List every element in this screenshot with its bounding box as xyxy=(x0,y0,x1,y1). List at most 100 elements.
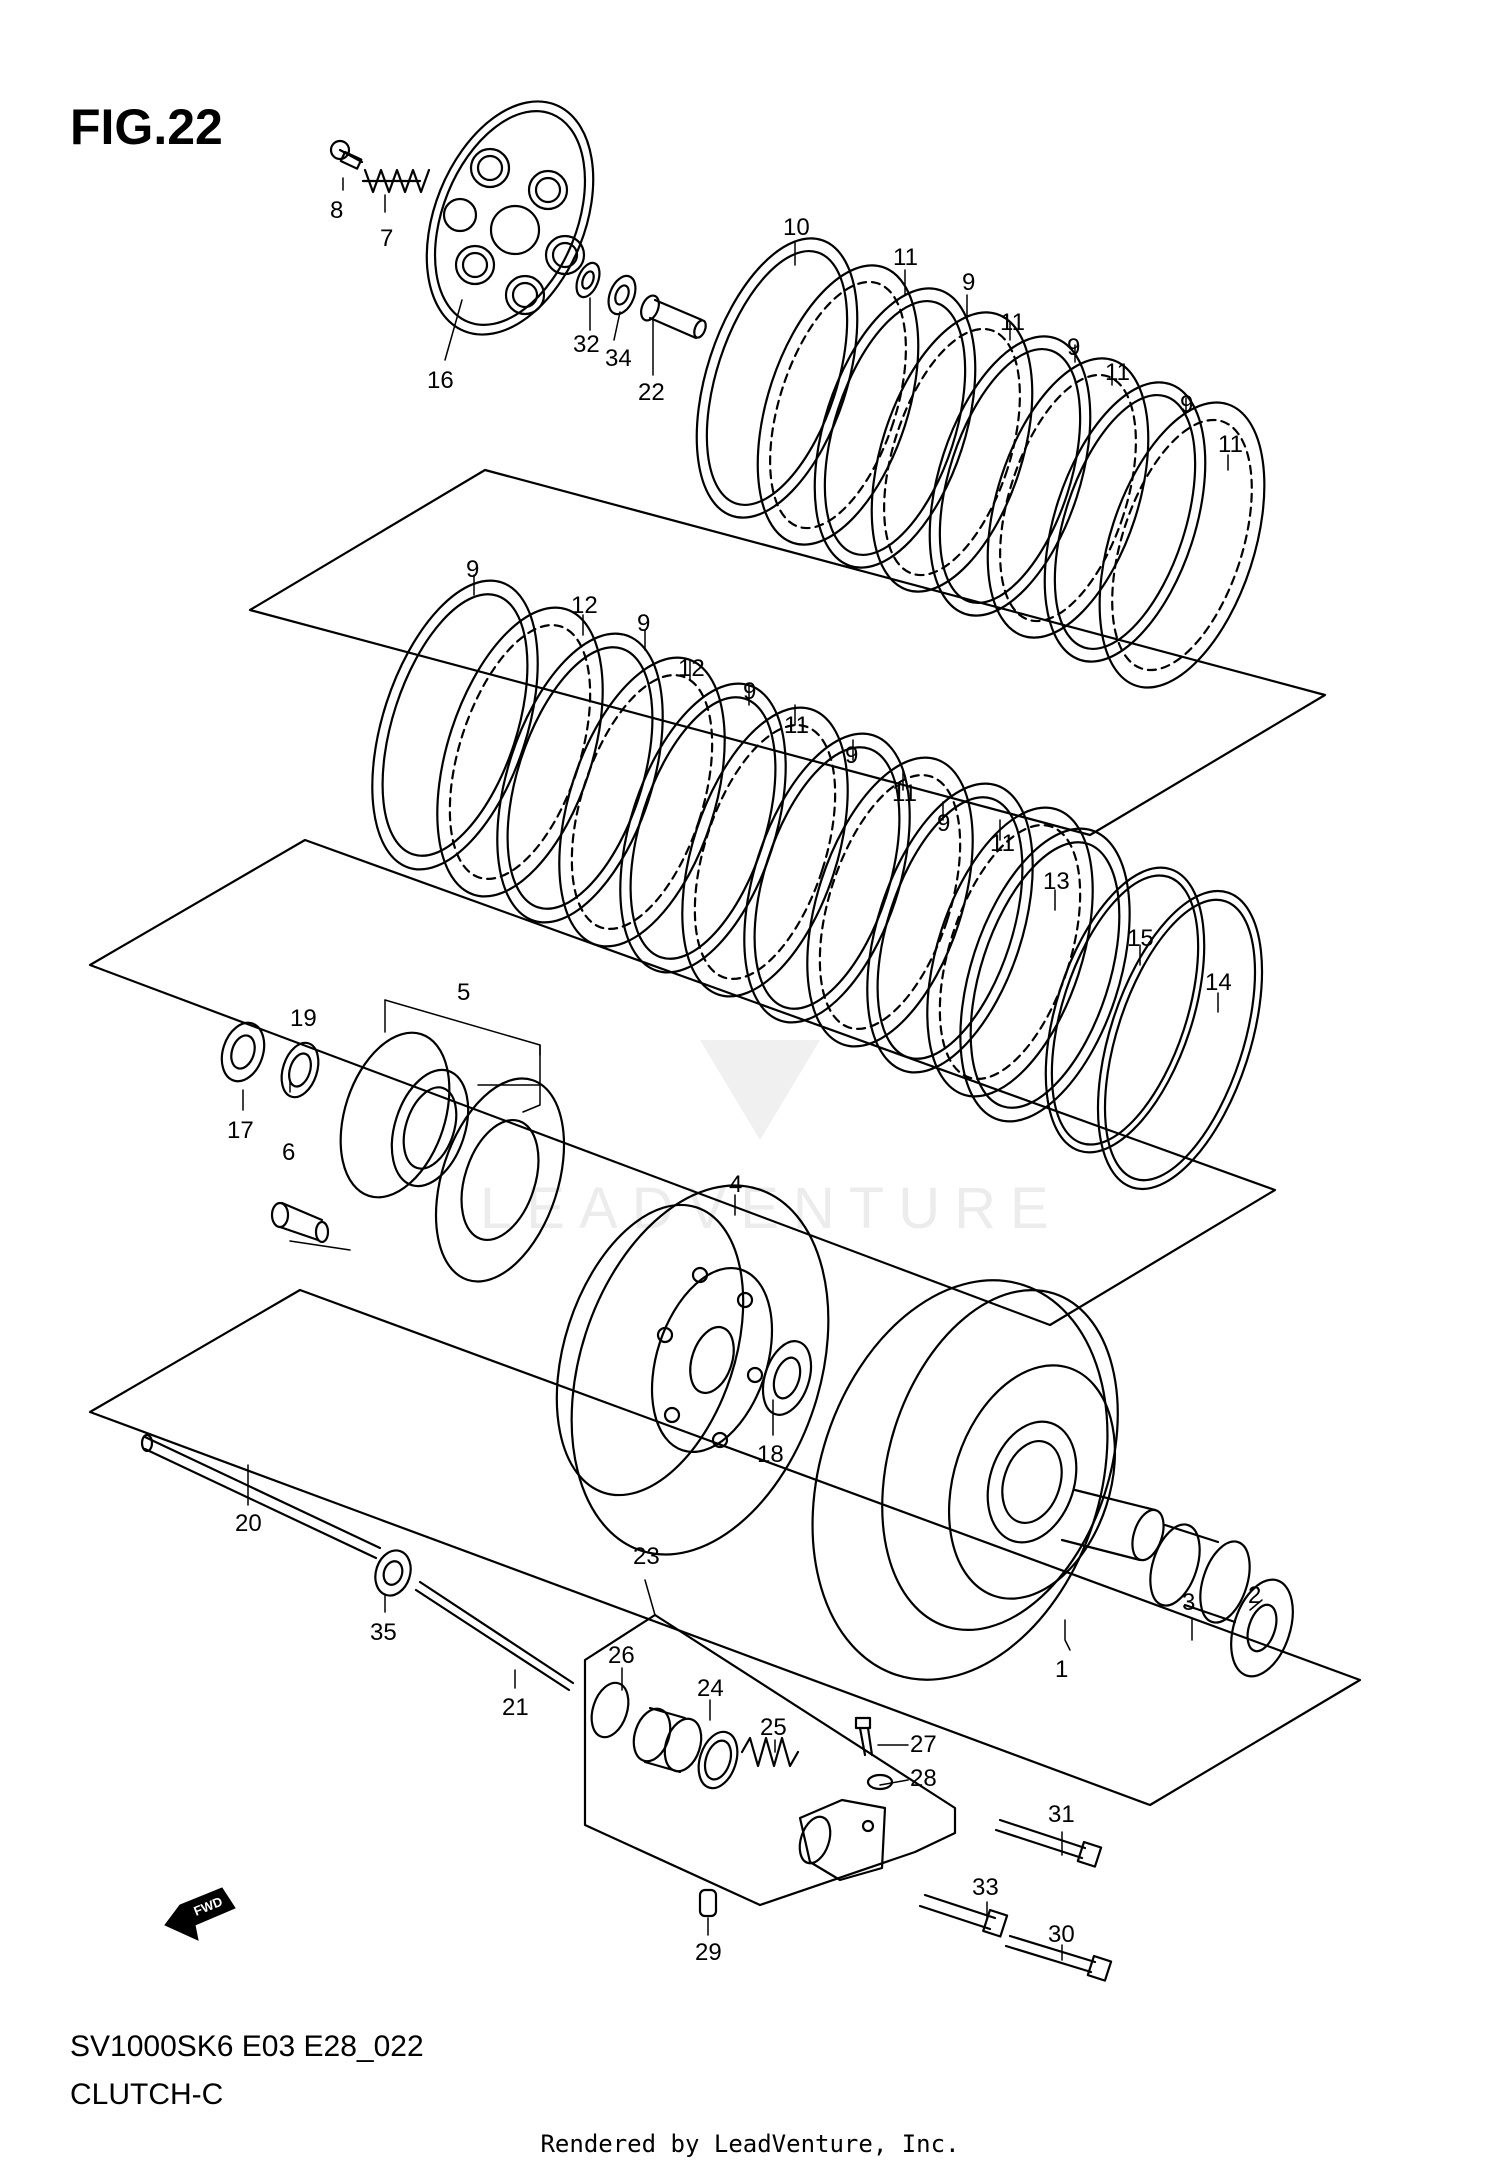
plate-9-c xyxy=(1043,381,1207,663)
frame-release-cylinder xyxy=(583,1613,957,1907)
spring-seat-15 xyxy=(1044,866,1206,1154)
callout-34: 34 xyxy=(605,345,632,372)
plate-9-g xyxy=(743,732,911,1024)
callout-9-a: 9 xyxy=(962,269,975,296)
nut xyxy=(220,1021,266,1083)
callout-numbers: 1 2 3 4 5 6 7 8 9 9 9 9 9 9 9 9 10 11 11… xyxy=(227,197,1261,1966)
frame-plates-lower xyxy=(88,838,1277,1327)
leader-lines xyxy=(242,177,1263,1961)
callout-11-c: 11 xyxy=(1105,359,1130,386)
callout-9-f: 9 xyxy=(743,678,756,705)
dowel-pin xyxy=(698,1888,718,1918)
sleeve-hub xyxy=(339,1031,470,1199)
plate-9-h xyxy=(866,782,1034,1074)
callout-6: 6 xyxy=(282,1139,295,1166)
push-rod-long xyxy=(140,1433,382,1560)
callout-21: 21 xyxy=(502,1694,529,1721)
callout-27: 27 xyxy=(910,1731,937,1758)
spring xyxy=(361,168,431,194)
plate-9-b xyxy=(928,335,1092,617)
plate-11-d xyxy=(1098,401,1266,689)
callout-15: 15 xyxy=(1127,925,1154,952)
callout-8: 8 xyxy=(330,197,343,224)
callout-1: 1 xyxy=(1055,1656,1068,1683)
bolt-31 xyxy=(994,1818,1103,1868)
callout-17: 17 xyxy=(227,1117,254,1144)
callout-9-c: 9 xyxy=(1180,391,1193,418)
callout-5: 5 xyxy=(457,979,470,1006)
model-code: SV1000SK6 E03 E28_022 xyxy=(70,2030,424,2063)
needle-bearing xyxy=(1149,1523,1251,1624)
lock-washer xyxy=(280,1041,320,1099)
bolt-33 xyxy=(918,1893,1009,1938)
plate-9-d xyxy=(371,579,539,871)
callout-9-b: 9 xyxy=(1067,334,1080,361)
callout-9-h: 9 xyxy=(937,810,950,837)
piston-cap xyxy=(590,1681,630,1739)
figure-title: FIG.22 xyxy=(70,99,223,155)
callout-19: 19 xyxy=(290,1005,317,1032)
callout-20: 20 xyxy=(235,1510,262,1537)
callout-30: 30 xyxy=(1048,1921,1075,1948)
callout-12-a: 12 xyxy=(571,592,598,619)
frame-hub-assembly xyxy=(88,1288,1362,1807)
callout-25: 25 xyxy=(760,1714,787,1741)
thrust-washer-18 xyxy=(761,1340,813,1416)
callout-7: 7 xyxy=(380,225,393,252)
plate-9-e xyxy=(496,632,664,924)
callout-2: 2 xyxy=(1248,1582,1261,1609)
plate-11-e xyxy=(681,706,849,998)
watermark-text: LEADVENTURE xyxy=(480,1176,1063,1241)
washer xyxy=(575,261,601,299)
spring-washer-14 xyxy=(1096,889,1264,1191)
callout-29: 29 xyxy=(695,1939,722,1966)
fwd-arrow-icon: FWD xyxy=(164,1887,236,1941)
frame-plates-upper xyxy=(248,468,1327,837)
callout-31: 31 xyxy=(1048,1801,1075,1828)
callout-11-d: 11 xyxy=(1218,431,1243,458)
callout-32: 32 xyxy=(573,331,600,358)
piston-spring xyxy=(740,1736,800,1768)
push-rod-short xyxy=(414,1580,575,1692)
shaft-bolt xyxy=(270,1201,330,1244)
callout-33: 33 xyxy=(972,1874,999,1901)
callout-26: 26 xyxy=(608,1642,635,1669)
callout-28: 28 xyxy=(910,1765,937,1792)
bleeder-valve xyxy=(854,1716,874,1757)
pressure-plate xyxy=(425,100,595,336)
plate-13 xyxy=(959,827,1131,1123)
callout-24: 24 xyxy=(697,1675,724,1702)
callout-11-e: 11 xyxy=(784,712,809,739)
callout-18: 18 xyxy=(757,1441,784,1468)
plate-10 xyxy=(695,237,859,519)
callout-14: 14 xyxy=(1205,969,1232,996)
plate-11-c xyxy=(986,357,1150,639)
callout-4: 4 xyxy=(729,1171,742,1198)
clutch-spring-bolt xyxy=(329,139,364,170)
bolt-30 xyxy=(1004,1934,1113,1982)
callout-35: 35 xyxy=(370,1619,397,1646)
footer-credit: Rendered by LeadVenture, Inc. xyxy=(540,2130,960,2158)
callout-9-g: 9 xyxy=(845,742,858,769)
bleeder-cap xyxy=(866,1773,894,1791)
oil-seal xyxy=(374,1549,412,1597)
callout-10: 10 xyxy=(783,214,810,241)
callout-11-a: 11 xyxy=(893,244,918,271)
leadventure-watermark: LEADVENTURE xyxy=(480,1040,1063,1241)
release-cylinder-body xyxy=(798,1798,887,1882)
callout-13: 13 xyxy=(1043,868,1070,895)
callout-12-b: 12 xyxy=(678,655,705,682)
plate-9-a xyxy=(813,287,977,569)
plate-11-b xyxy=(870,311,1034,593)
thrust-bearing xyxy=(607,274,637,316)
plate-11-f xyxy=(806,756,974,1048)
callout-11-b: 11 xyxy=(1000,309,1025,336)
plate-11-a xyxy=(756,264,920,546)
piston-seal xyxy=(697,1730,739,1790)
piston xyxy=(632,1706,703,1774)
spacer xyxy=(1230,1578,1294,1678)
callout-9-e: 9 xyxy=(637,610,650,637)
clutch-sleeve-hub xyxy=(555,1184,830,1556)
section-name: CLUTCH-C xyxy=(70,2078,224,2111)
